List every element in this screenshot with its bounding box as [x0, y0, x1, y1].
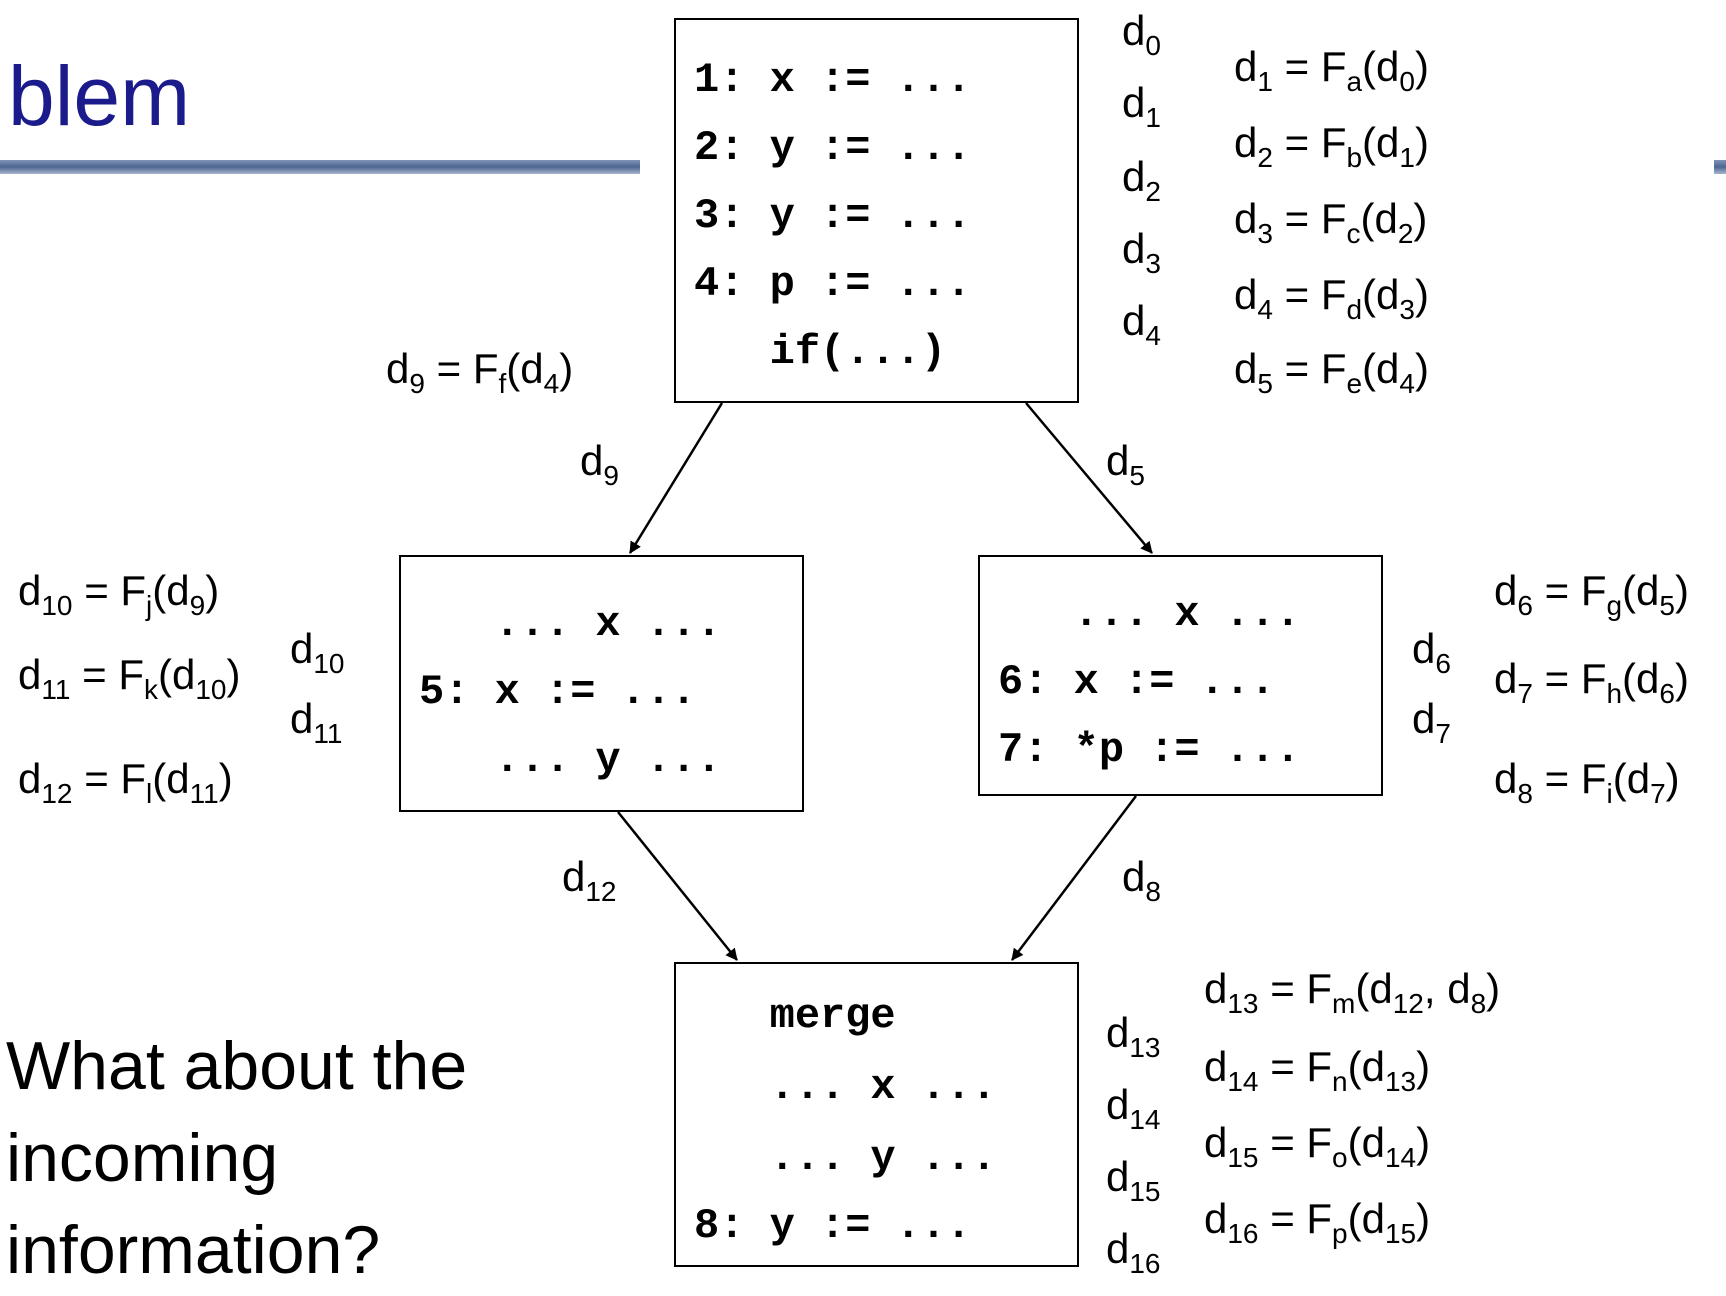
code-line: 3: y := ... — [694, 192, 972, 240]
code-line: ... y ... — [694, 1134, 997, 1182]
equation: d5 = Fe(d4) — [1234, 345, 1429, 399]
right-block — [978, 555, 1383, 796]
d-label: d11 — [290, 695, 343, 749]
merge-block — [674, 962, 1079, 1267]
equation: d4 = Fd(d3) — [1234, 271, 1429, 325]
edge-label: d12 — [562, 853, 617, 907]
equation: d12 = Fl(d11) — [18, 755, 233, 809]
d-label: d0 — [1122, 7, 1161, 61]
edge-left-merge — [617, 811, 738, 961]
equation: d2 = Fb(d1) — [1234, 119, 1429, 173]
d-label: d4 — [1122, 297, 1161, 351]
d-label: d10 — [290, 625, 345, 679]
code-line: 8: y := ... — [694, 1202, 972, 1250]
equation: d14 = Fn(d13) — [1204, 1043, 1431, 1097]
equation: d15 = Fo(d14) — [1204, 1119, 1431, 1173]
equation: d3 = Fc(d2) — [1234, 195, 1428, 249]
code-line: merge — [694, 992, 896, 1040]
code-line: ... x ... — [419, 600, 722, 648]
code-line: 7: *p := ... — [998, 726, 1301, 774]
equation: d1 = Fa(d0) — [1234, 43, 1429, 97]
d-label: d3 — [1122, 225, 1161, 279]
d-label: d1 — [1122, 79, 1161, 133]
code-line: ... y ... — [419, 736, 722, 784]
equation: d6 = Fg(d5) — [1494, 567, 1689, 621]
equation: d10 = Fj(d9) — [18, 567, 220, 621]
edge-entry-right — [1025, 402, 1153, 554]
edge-label: d8 — [1122, 853, 1161, 907]
code-line: ... x ... — [998, 590, 1301, 638]
equation: d8 = Fi(d7) — [1494, 755, 1680, 809]
left-block — [399, 555, 804, 812]
edge-label: d9 — [580, 437, 619, 491]
code-line: if(...) — [694, 328, 947, 376]
title-rule-right — [1714, 160, 1726, 174]
question-line: incoming — [6, 1120, 279, 1196]
question-text: What about the incoming information? — [6, 1020, 467, 1296]
code-line: ... x ... — [694, 1063, 997, 1111]
question-line: What about the — [6, 1028, 468, 1104]
equation: d9 = Ff(d4) — [386, 345, 574, 399]
d-label: d2 — [1122, 153, 1161, 207]
code-line: 5: x := ... — [419, 668, 697, 716]
question-line: information? — [6, 1212, 381, 1288]
d-label: d7 — [1412, 695, 1451, 749]
d-label: d16 — [1106, 1225, 1161, 1279]
d-label: d15 — [1106, 1153, 1161, 1207]
edge-entry-left — [628, 402, 724, 554]
entry-block — [674, 18, 1079, 403]
d-label: d14 — [1106, 1081, 1161, 1135]
equation: d11 = Fk(d10) — [18, 651, 241, 705]
equation: d7 = Fh(d6) — [1494, 655, 1689, 709]
edge-label: d5 — [1106, 437, 1145, 491]
code-line: 2: y := ... — [694, 124, 972, 172]
code-line: 4: p := ... — [694, 260, 972, 308]
code-line: 1: x := ... — [694, 56, 972, 104]
code-line: 6: x := ... — [998, 658, 1276, 706]
d-label: d6 — [1412, 625, 1451, 679]
d-label: d13 — [1106, 1009, 1161, 1063]
slide-title: blem — [8, 49, 191, 143]
edge-right-merge — [1011, 795, 1137, 961]
equation: d13 = Fm(d12, d8) — [1204, 965, 1501, 1019]
equation: d16 = Fp(d15) — [1204, 1195, 1431, 1249]
title-rule-left — [0, 160, 640, 174]
